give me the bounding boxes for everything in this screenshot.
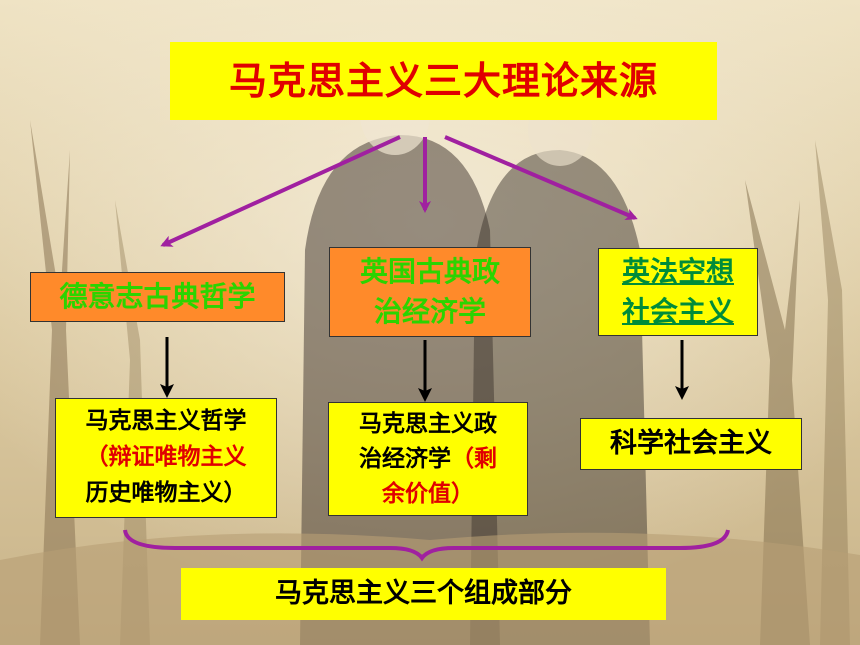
arrow-to-philosophy	[160, 135, 401, 247]
result-marxist-economics: 马克思主义政 治经济学（剩 余价值）	[328, 402, 528, 516]
source-german-philosophy: 德意志古典哲学	[30, 272, 285, 322]
result-marxist-philosophy: 马克思主义哲学 （辩证唯物主义 历史唯物主义）	[55, 398, 277, 518]
result-philosophy-line3: 历史唯物主义）	[85, 480, 247, 506]
source-utopian-line2[interactable]: 社会主义	[621, 295, 734, 328]
result-economics-line2b: （剩	[451, 446, 497, 472]
source-english-economics-line2: 治经济学	[373, 295, 486, 328]
result-economics-line3: 余价值）	[382, 481, 474, 507]
result-economics-line2a: 治经济学	[359, 446, 451, 472]
page-title: 马克思主义三大理论来源	[170, 42, 717, 120]
source-utopian-socialism-link[interactable]: 英法空想 社会主义	[598, 248, 758, 336]
source-english-economics-line1: 英国古典政	[359, 255, 500, 288]
result-philosophy-line1: 马克思主义哲学	[85, 408, 247, 434]
curly-brace	[123, 529, 730, 562]
result-scientific-socialism: 科学社会主义	[580, 418, 802, 470]
footer-label: 马克思主义三个组成部分	[181, 568, 666, 620]
arrow-to-utopian	[444, 135, 638, 220]
source-english-economics: 英国古典政 治经济学	[329, 247, 531, 337]
result-philosophy-line2: （辩证唯物主义	[85, 444, 247, 470]
result-economics-line1: 马克思主义政	[359, 411, 497, 437]
source-utopian-line1[interactable]: 英法空想	[621, 255, 734, 288]
